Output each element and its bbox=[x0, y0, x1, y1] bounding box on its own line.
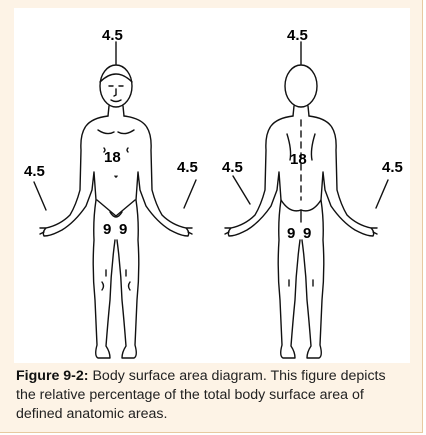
caption-label: Figure 9-2: bbox=[16, 368, 89, 384]
back-right-arm-label: 4.5 bbox=[382, 159, 403, 176]
front-torso-label: 18 bbox=[104, 149, 121, 166]
front-body-figure bbox=[34, 42, 196, 358]
front-head-label: 4.5 bbox=[102, 27, 123, 44]
body-surface-area-diagram: 4.5 18 4.5 4.5 9 9 4.5 18 4.5 4.5 9 9 bbox=[0, 0, 426, 370]
front-left-leg-label: 9 bbox=[119, 221, 127, 238]
front-right-leg-label: 9 bbox=[103, 221, 111, 238]
back-right-leg-label: 9 bbox=[303, 225, 311, 242]
back-body-figure bbox=[225, 42, 388, 358]
back-torso-label: 18 bbox=[290, 151, 307, 168]
back-left-leg-label: 9 bbox=[287, 225, 295, 242]
back-left-arm-label: 4.5 bbox=[222, 159, 243, 176]
figure-caption: Figure 9-2: Body surface area diagram. T… bbox=[16, 367, 408, 424]
back-head-label: 4.5 bbox=[287, 27, 308, 44]
front-right-arm-label: 4.5 bbox=[24, 163, 45, 180]
front-left-arm-label: 4.5 bbox=[177, 159, 198, 176]
